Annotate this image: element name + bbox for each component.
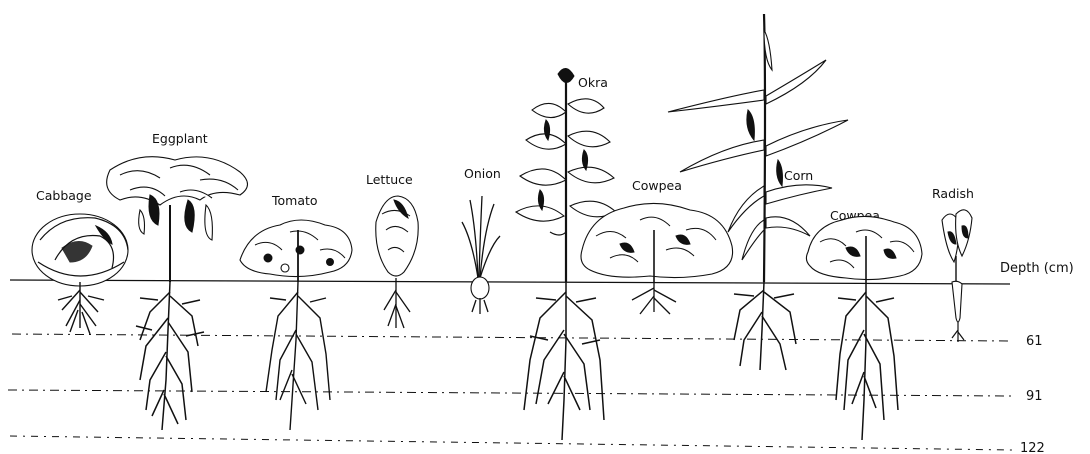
- depth-axis-title: Depth (cm): [1000, 261, 1074, 276]
- cowpea-right-roots: [836, 284, 898, 440]
- eggplant-roots: [136, 282, 204, 430]
- plant-label-tomato: Tomato: [271, 193, 318, 208]
- depth-tick-91: 91: [1026, 389, 1043, 404]
- lettuce-head: [376, 196, 418, 276]
- tomato-roots: [266, 282, 330, 430]
- depth-tick-122: 122: [1020, 441, 1045, 454]
- depth-line-91: [8, 390, 1012, 396]
- plant-label-cabbage: Cabbage: [36, 188, 92, 203]
- plant-label-okra: Okra: [578, 75, 608, 90]
- plant-lettuce: Lettuce: [366, 172, 418, 328]
- soil-surface-line: [10, 280, 1010, 284]
- radish-plant: [942, 210, 972, 342]
- depth-axis: Depth (cm) 61 91 122: [1000, 261, 1074, 454]
- okra-roots: [524, 282, 604, 440]
- plant-cabbage: Cabbage: [32, 188, 128, 334]
- plant-tomato: Tomato: [240, 193, 352, 430]
- onion-plant: [462, 196, 500, 314]
- tomato-foliage: [240, 220, 352, 282]
- plant-label-lettuce: Lettuce: [366, 172, 413, 187]
- plant-onion: Onion: [462, 166, 501, 314]
- plant-cowpea-left: Cowpea: [581, 178, 733, 314]
- plant-label-corn: Corn: [784, 168, 813, 183]
- cabbage-head: [32, 214, 128, 286]
- plant-radish: Radish: [932, 186, 974, 342]
- cowpea-left-roots: [632, 282, 676, 314]
- plant-label-radish: Radish: [932, 186, 974, 201]
- plant-label-onion: Onion: [464, 166, 501, 181]
- plant-cowpea-right: Cowpea: [806, 208, 922, 440]
- eggplant-foliage: [107, 157, 248, 282]
- cowpea-right-foliage: [806, 216, 922, 284]
- depth-tick-61: 61: [1026, 334, 1043, 349]
- cabbage-roots: [58, 282, 104, 334]
- plant-label-eggplant: Eggplant: [152, 131, 208, 146]
- corn-roots: [734, 282, 796, 370]
- plant-label-cowpea-left: Cowpea: [632, 178, 682, 193]
- plant-corn: Corn: [668, 14, 848, 370]
- lettuce-roots: [384, 278, 410, 328]
